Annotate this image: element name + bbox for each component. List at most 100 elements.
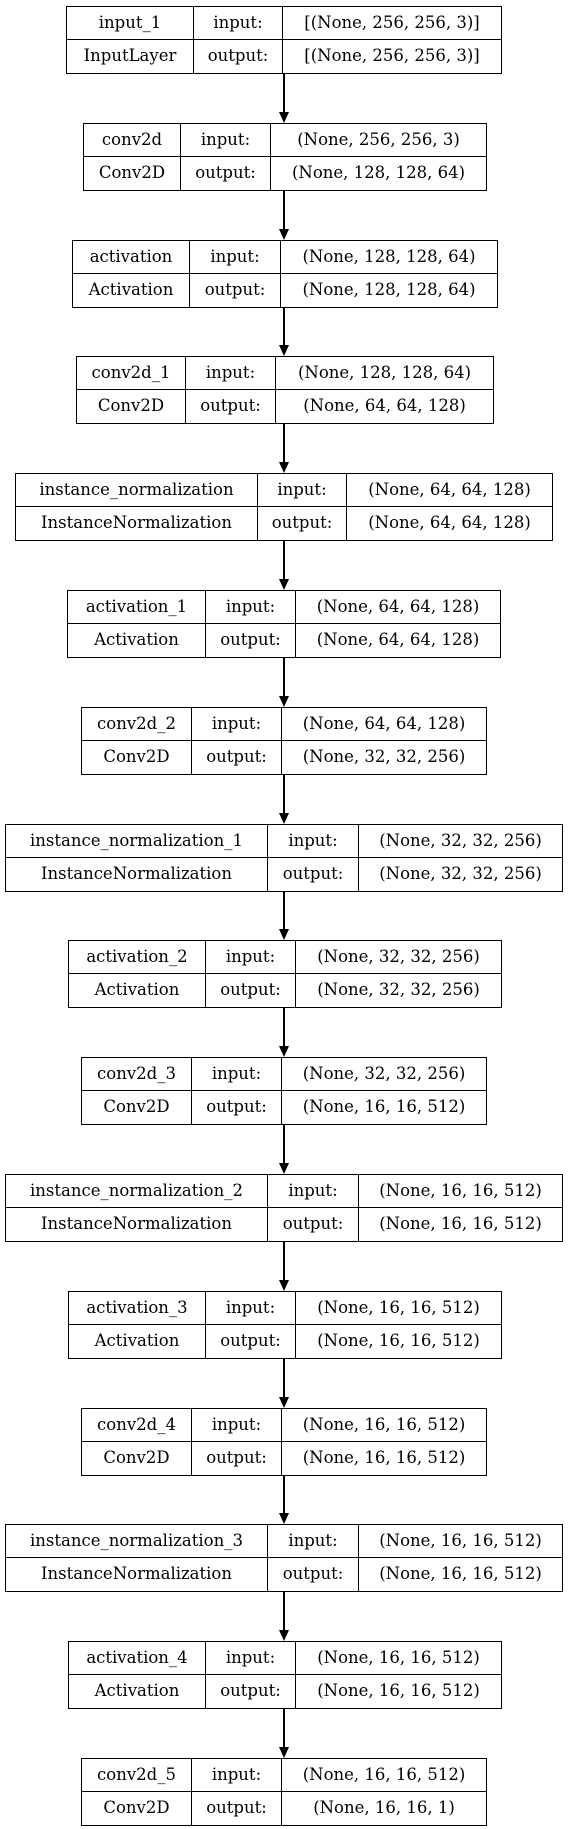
output-shape: (None, 16, 16, 512) bbox=[302, 1097, 466, 1117]
input-shape: (None, 128, 128, 64) bbox=[281, 241, 497, 274]
output-shape: (None, 64, 64, 128) bbox=[316, 630, 480, 650]
connector-line bbox=[283, 191, 285, 229]
arrow-head-icon bbox=[279, 462, 289, 473]
connector-line bbox=[283, 775, 285, 813]
layer-name: input_1 bbox=[67, 7, 194, 40]
output-label: output: bbox=[192, 1442, 282, 1475]
input-label: input: bbox=[192, 1058, 282, 1091]
output-shape: (None, 32, 32, 256) bbox=[302, 747, 466, 767]
arrow-head-icon bbox=[279, 929, 289, 940]
connector-line bbox=[283, 1709, 285, 1747]
output-shape: [(None, 256, 256, 3)] bbox=[304, 46, 480, 66]
input-shape: (None, 16, 16, 512) bbox=[359, 1175, 562, 1208]
output-shape: (None, 32, 32, 256) bbox=[379, 864, 542, 884]
output-shape: (None, 64, 64, 128) bbox=[368, 513, 531, 533]
output-shape: (None, 128, 128, 64) bbox=[302, 280, 476, 300]
input-label: input: bbox=[192, 708, 282, 741]
input-shape: (None, 256, 256, 3) bbox=[271, 124, 486, 157]
arrow-head-icon bbox=[279, 1163, 289, 1174]
output-label: output: bbox=[268, 1208, 359, 1241]
output-label: output: bbox=[268, 858, 359, 891]
output-shape: (None, 16, 16, 512) bbox=[379, 1564, 542, 1584]
input-shape: [(None, 256, 256, 3)] bbox=[283, 7, 501, 40]
layer-name: activation_4 bbox=[69, 1642, 206, 1675]
input-shape: (None, 16, 16, 512) bbox=[282, 1409, 486, 1442]
arrow-head-icon bbox=[279, 1280, 289, 1291]
input-label: input: bbox=[268, 1525, 359, 1558]
connector-line bbox=[283, 541, 285, 579]
layer-type: Conv2D bbox=[82, 741, 192, 774]
arrow-head-icon bbox=[279, 1747, 289, 1758]
arrow-head-icon bbox=[279, 1397, 289, 1408]
output-label: output: bbox=[192, 1091, 282, 1124]
output-shape: (None, 32, 32, 256) bbox=[317, 980, 480, 1000]
output-label: output: bbox=[192, 741, 282, 774]
layer-type: Conv2D bbox=[82, 1091, 192, 1124]
layer-type: Activation bbox=[69, 1325, 206, 1358]
layer-type: Conv2D bbox=[82, 1442, 192, 1475]
arrow-head-icon bbox=[279, 1046, 289, 1057]
layer-name: conv2d_3 bbox=[82, 1058, 192, 1091]
layer-type: InputLayer bbox=[67, 40, 194, 73]
input-shape: (None, 32, 32, 256) bbox=[359, 825, 562, 858]
input-shape: (None, 16, 16, 512) bbox=[296, 1292, 501, 1325]
layer-name: instance_normalization bbox=[16, 474, 258, 507]
connector-line bbox=[283, 1125, 285, 1163]
output-label: output: bbox=[206, 974, 296, 1007]
output-shape: (None, 16, 16, 512) bbox=[302, 1448, 466, 1468]
connector-line bbox=[283, 1476, 285, 1513]
layer-type: Activation bbox=[69, 974, 206, 1007]
output-shape: (None, 16, 16, 512) bbox=[379, 1214, 542, 1234]
layer-name: conv2d_4 bbox=[82, 1409, 192, 1442]
connector-line bbox=[283, 1242, 285, 1280]
input-shape: (None, 32, 32, 256) bbox=[296, 941, 501, 974]
output-shape: (None, 16, 16, 512) bbox=[317, 1331, 480, 1351]
arrow-head-icon bbox=[279, 696, 289, 707]
input-label: input: bbox=[194, 7, 283, 40]
input-label: input: bbox=[268, 825, 359, 858]
input-shape: (None, 64, 64, 128) bbox=[282, 708, 486, 741]
connector-line bbox=[283, 1592, 285, 1630]
layer-type: Activation bbox=[68, 624, 206, 657]
output-label: output: bbox=[268, 1558, 359, 1591]
connector-line bbox=[283, 74, 285, 112]
layer-name: conv2d_5 bbox=[82, 1759, 192, 1792]
connector-line bbox=[283, 1008, 285, 1046]
layer-type: InstanceNormalization bbox=[6, 1208, 268, 1241]
connector-line bbox=[283, 892, 285, 929]
arrow-head-icon bbox=[279, 1513, 289, 1524]
output-label: output: bbox=[190, 274, 281, 307]
arrow-head-icon bbox=[279, 579, 289, 590]
connector-line bbox=[283, 308, 285, 345]
input-shape: (None, 16, 16, 512) bbox=[359, 1525, 562, 1558]
output-label: output: bbox=[194, 40, 283, 73]
input-shape: (None, 16, 16, 512) bbox=[296, 1642, 501, 1675]
input-label: input: bbox=[206, 591, 296, 624]
arrow-head-icon bbox=[279, 345, 289, 356]
input-shape: (None, 128, 128, 64) bbox=[276, 357, 493, 390]
layer-type: InstanceNormalization bbox=[6, 1558, 268, 1591]
input-label: input: bbox=[268, 1175, 359, 1208]
layer-type: Conv2D bbox=[84, 157, 181, 190]
layer-type: Activation bbox=[69, 1675, 206, 1708]
input-shape: (None, 16, 16, 512) bbox=[282, 1759, 486, 1792]
output-label: output: bbox=[258, 507, 347, 540]
connector-line bbox=[283, 1359, 285, 1397]
layer-name: activation_2 bbox=[69, 941, 206, 974]
layer-name: conv2d bbox=[84, 124, 181, 157]
